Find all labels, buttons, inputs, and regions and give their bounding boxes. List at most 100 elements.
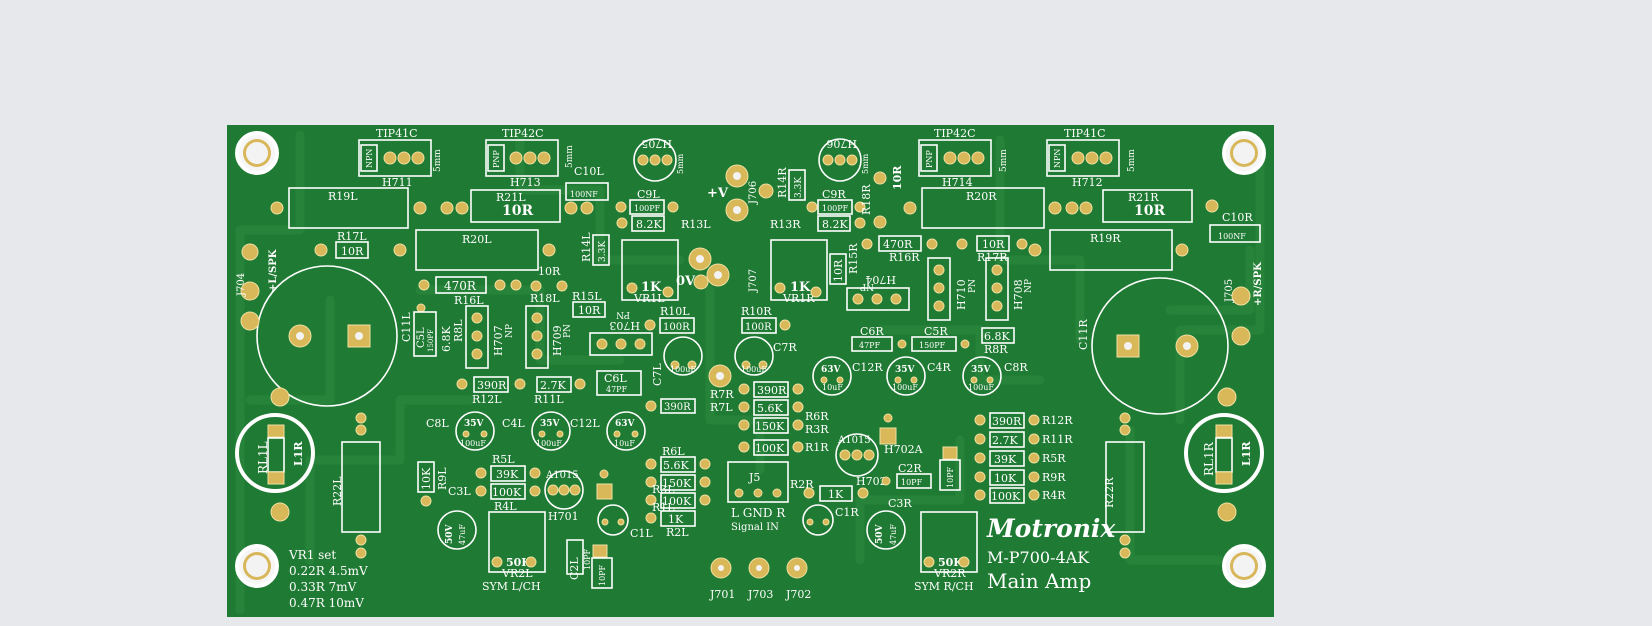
- label-spk-left: +L/SPK: [268, 249, 279, 292]
- label-c9l: C9L: [637, 188, 660, 201]
- kind-h709: PN: [563, 324, 573, 338]
- label-h703: H703: [609, 319, 640, 332]
- transistor-kind: NPN: [1053, 149, 1062, 168]
- value-rl-2: 100K: [662, 495, 692, 508]
- value-r14l: 3.3K: [598, 241, 608, 262]
- vr1-trimmers: 1K VR1L 1K VR1R: [621, 239, 828, 305]
- uf-c12r: 10uF: [822, 383, 843, 392]
- label-zero-v: 0V: [676, 274, 696, 289]
- transistor-kind: PNP: [492, 150, 501, 168]
- label-r6l: R6L: [662, 445, 685, 458]
- label-l1r-left: L1R: [292, 441, 305, 466]
- label-c7l: C7L: [651, 363, 664, 386]
- label-r18r: R18R: [860, 184, 873, 215]
- uf-c4l: 100uF: [536, 439, 562, 448]
- label-c2l: C2L: [568, 557, 581, 580]
- volt-c3r: 50V: [875, 523, 885, 544]
- value-r16l: 470R: [444, 279, 477, 293]
- label-r15l: R15L: [572, 290, 602, 303]
- label-lgndr: L GND R: [731, 506, 786, 520]
- label-j704: J704: [236, 273, 247, 297]
- value-r14r: 3.3K: [794, 177, 804, 198]
- label-h701: H701: [548, 510, 579, 523]
- label-c10r: C10R: [1222, 211, 1253, 224]
- right-resistor-column: 390R 2.7K 39K 10K 100K R12R R11R R5R R9R…: [974, 412, 1073, 504]
- label-j701: J701: [709, 588, 735, 601]
- label-rl1r: RL1R: [1202, 441, 1216, 476]
- label-r16l: R16L: [454, 294, 484, 307]
- value-r13r: 8.2K: [822, 218, 848, 231]
- center-resistor-column: R7R R7L 390R 390R 5.6K 150K 100K R6R R3R…: [645, 381, 829, 456]
- label-sym-left: SYM L/CH: [482, 580, 541, 593]
- value-vr1r: 1K: [790, 280, 811, 295]
- value-vr1l: 1K: [641, 280, 662, 295]
- label-h702: H702: [856, 475, 887, 488]
- label-r20l: R20L: [462, 233, 492, 246]
- label-r9l: R9L: [436, 467, 449, 490]
- transistor-size: 5mm: [999, 149, 1009, 172]
- volt-c4r: 35V: [895, 365, 916, 375]
- label-c2r: C2R: [898, 462, 922, 475]
- transistor-kind: NPN: [365, 149, 374, 168]
- label-c4r: C4R: [927, 361, 951, 374]
- center-power: +V J706 0V J707: [676, 164, 774, 388]
- left-small-caps: C8L 35V 100uF C4L 35V 100uF C12L 63V 10u…: [426, 411, 646, 451]
- c7-caps: 100uF C7L 100uF C7R: [651, 336, 797, 386]
- transistor-type: TIP41C: [376, 127, 418, 140]
- label-r22r: R22R: [1103, 477, 1116, 508]
- label-signal-in: Signal IN: [731, 522, 779, 533]
- model-name: M-P700-4AK: [987, 548, 1090, 567]
- label-j705: J705: [1224, 279, 1235, 303]
- transistor-type: TIP42C: [934, 127, 976, 140]
- label-j706: J706: [748, 181, 759, 205]
- label-j707: J707: [748, 269, 759, 293]
- value-c10r: 100NF: [1218, 232, 1246, 241]
- kind-h710: PN: [968, 279, 978, 293]
- volt-c8r: 35V: [971, 365, 992, 375]
- value-vr2r: 50K: [938, 556, 963, 569]
- label-a1015l: A1015: [545, 470, 579, 481]
- label-r21l: R21L: [496, 191, 526, 204]
- label-c9r: C9R: [822, 188, 846, 201]
- label-c5r: C5R: [924, 325, 948, 338]
- uf-c4r: 100uF: [892, 383, 918, 392]
- label-c12r: C12R: [852, 361, 883, 374]
- value-vr2l: 50K: [506, 556, 531, 569]
- transistor-size: 5mm: [565, 145, 575, 168]
- label-h709: H709: [551, 325, 564, 356]
- label-r10l: R10L: [660, 305, 690, 318]
- right-driver-area: R14R 3.3K C9R 100PF R13R 8.2K R18R 10R: [770, 165, 904, 232]
- label-r18l: R18L: [530, 292, 560, 305]
- value-r4l: 100K: [492, 486, 522, 499]
- label-j703: J703: [747, 588, 773, 601]
- label-r11l: R11L: [534, 393, 564, 406]
- label-r12l: R12L: [472, 393, 502, 406]
- h703-area: H703 PN R10L 100R R10R 100R: [589, 305, 791, 356]
- label-r12r: R12R: [1042, 414, 1073, 427]
- speaker-connectors: J704 +L/SPK J705 +R/SPK: [236, 243, 1264, 346]
- driver-size: 5mm: [676, 153, 685, 174]
- extra-c2r: 10PF: [946, 466, 955, 488]
- transistor-size: 5mm: [1127, 149, 1137, 172]
- board-subtitle: Main Amp: [987, 569, 1091, 593]
- value-rl-1: 150K: [662, 477, 692, 490]
- label-rl1l: RL1L: [256, 441, 270, 474]
- transistor-ref: H714: [942, 176, 973, 189]
- value-r16r: 470R: [883, 238, 913, 251]
- label-j5: J5: [748, 471, 760, 484]
- transistor-type: TIP41C: [1064, 127, 1106, 140]
- value-c9l: 100PF: [634, 204, 661, 213]
- kind-h703: PN: [616, 309, 630, 319]
- label-r14l: R14L: [580, 232, 593, 262]
- label-r17l: R17L: [337, 230, 367, 243]
- top-right-components: R20R R21R 10R C10R 100NF R19R 470R R16R …: [829, 187, 1261, 285]
- volt-c3l: 50V: [445, 523, 455, 544]
- label-vr1r: VR1R: [782, 292, 815, 305]
- value-r9l: 10K: [420, 467, 433, 490]
- value-r17l: 10R: [341, 245, 364, 258]
- label-r3l: R3L: [652, 483, 675, 496]
- value-c6r: 47PF: [859, 341, 881, 350]
- transistor-ref: H712: [1072, 176, 1103, 189]
